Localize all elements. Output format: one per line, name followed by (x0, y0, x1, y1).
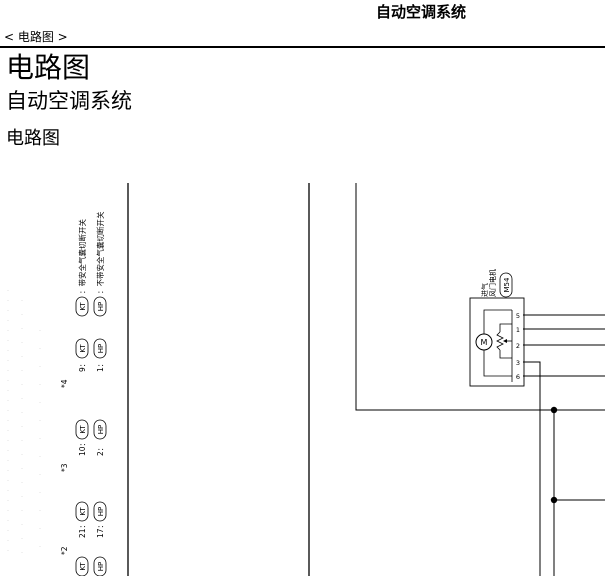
note-kt-pin: 9： (78, 360, 87, 372)
hp-badge-label: HP (97, 562, 105, 572)
motor-housing (469, 297, 525, 387)
hp-badge (93, 419, 107, 440)
note-hp-pin: 2： (96, 444, 105, 456)
legend-note-4: *4 (60, 379, 69, 388)
junction-dot (550, 406, 558, 414)
system-title: 自动空调系统 (6, 89, 132, 113)
pin-number: 5 (516, 312, 520, 320)
motor-symbol: M (481, 338, 488, 347)
note-mark: *3 (60, 463, 69, 472)
legend-note-2-kt: 21： KT (75, 501, 89, 538)
note-mark: *2 (60, 546, 69, 555)
ground-wire (355, 183, 605, 411)
motor-label-line2: 风门电机 (488, 269, 497, 297)
page-header-title: 自动空调系统 (375, 3, 466, 21)
motor-label-line1: 进气 (480, 283, 489, 297)
scan-noise (7, 290, 41, 560)
kt-badge (75, 501, 89, 522)
legend-note-3-kt: 10： KT (75, 419, 89, 456)
subsection-title: 电路图 (6, 128, 60, 149)
connector-id: M54 (503, 277, 511, 292)
section-title: 电路图 (6, 51, 91, 84)
kt-badge-label: KT (79, 507, 87, 516)
breadcrumb[interactable]: < 电路图 > (4, 30, 68, 44)
note-hp-pin: 1： (96, 360, 105, 372)
note-hp-pin: 17： (96, 521, 105, 538)
hp-badge-label: HP (97, 302, 105, 312)
hp-badge-label: HP (97, 507, 105, 517)
motor-connector-badge: M54 (499, 272, 513, 298)
pin-number: 2 (516, 342, 520, 350)
junction-dot (550, 496, 558, 504)
pin-number: 3 (516, 359, 520, 367)
kt-badge-label: KT (79, 302, 87, 311)
legend-note-4-kt: 9： KT (75, 338, 89, 372)
kt-description: ：带安全气囊切断开关 (77, 219, 87, 294)
pin-number: 1 (516, 326, 520, 334)
hp-badge (93, 296, 107, 317)
kt-badge-label: KT (79, 562, 87, 571)
hp-description: ：不带安全气囊切断开关 (95, 211, 105, 294)
legend-note-3-hp: 2： HP (93, 419, 107, 456)
legend-note-2-hp: 17： HP (93, 501, 107, 538)
hp-badge (93, 501, 107, 522)
legend-hp-entry: HP ：不带安全气囊切断开关 (93, 211, 107, 317)
legend-cutoff-kt: KT (75, 556, 89, 576)
intake-door-motor: 进气 风门电机 M54 M 5 1 2 3 6 (469, 269, 525, 387)
hp-badge-label: HP (97, 344, 105, 354)
pin-number: 6 (516, 373, 520, 381)
motor-label: 进气 风门电机 (480, 269, 497, 297)
legend-note-4-hp: 1： HP (93, 338, 107, 372)
kt-badge-label: KT (79, 425, 87, 434)
note-kt-pin: 10： (78, 439, 87, 456)
kt-badge (75, 338, 89, 359)
header-divider (0, 46, 605, 48)
legend-note-3: *3 (60, 463, 69, 472)
note-mark: *4 (60, 379, 69, 388)
note-kt-pin: 21： (78, 521, 87, 538)
legend-note-2: *2 (60, 546, 69, 555)
kt-badge (75, 419, 89, 440)
hp-badge (93, 338, 107, 359)
potentiometer-icon (496, 331, 504, 351)
hp-badge-label: HP (97, 425, 105, 435)
legend-column: KT ：带安全气囊切断开关 HP ：不带安全气囊切断开关 *4 9： KT 1：… (60, 211, 107, 576)
wiring (355, 183, 605, 576)
signal-wire (523, 361, 541, 576)
kt-badge-label: KT (79, 344, 87, 353)
kt-badge (75, 296, 89, 317)
legend-kt-entry: KT ：带安全气囊切断开关 (75, 219, 89, 317)
legend-cutoff-hp: HP (93, 556, 107, 576)
